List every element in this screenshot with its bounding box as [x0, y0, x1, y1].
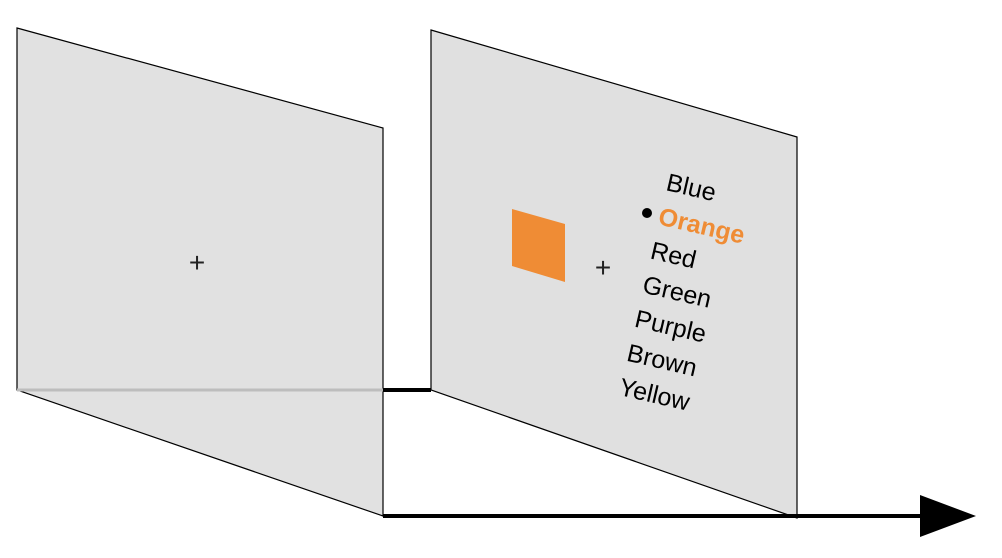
color-patch	[512, 209, 565, 282]
fixation-cross-1: +	[189, 247, 205, 278]
second-screen-panel	[430, 29, 798, 519]
first-screen: +	[16, 27, 384, 517]
bullet-dot-icon	[642, 208, 652, 218]
time-arrow-head-icon	[920, 495, 976, 537]
fixation-cross-2: +	[595, 252, 611, 283]
